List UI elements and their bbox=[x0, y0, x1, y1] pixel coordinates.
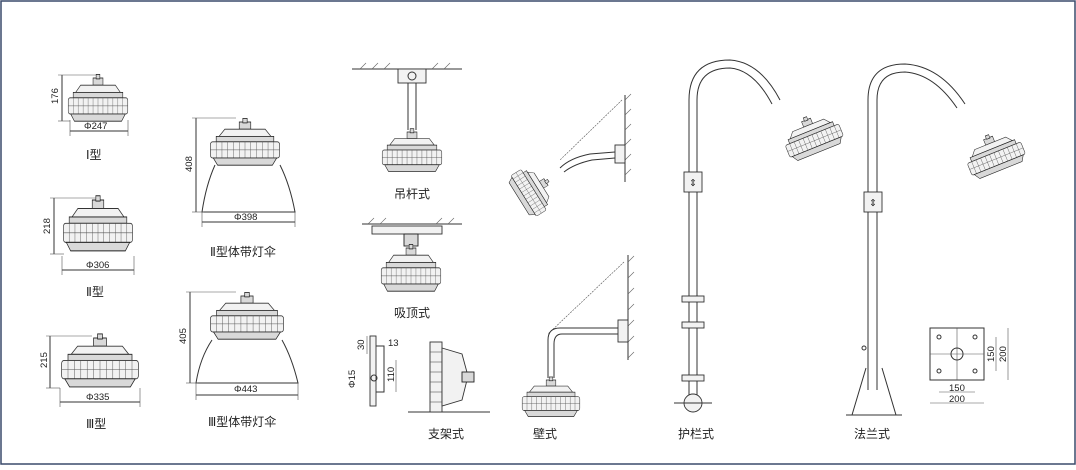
type1-diameter: Φ247 bbox=[84, 121, 107, 132]
guardrail-caption: 护栏式 bbox=[678, 426, 714, 441]
figure-ceiling: 吸顶式 bbox=[362, 217, 462, 320]
flange-base bbox=[851, 367, 897, 416]
figure-pendant: 吊杆式 bbox=[352, 62, 462, 201]
ceiling-caption: 吸顶式 bbox=[394, 306, 430, 320]
lamp-shade2-drawing bbox=[210, 117, 280, 166]
shade2-caption: Ⅱ型体带灯伞 bbox=[210, 244, 276, 259]
type3-diameter: Φ335 bbox=[86, 392, 109, 403]
type2-caption: Ⅱ型 bbox=[86, 285, 104, 299]
pendant-caption: 吊杆式 bbox=[394, 187, 430, 201]
figure-wall-tilted bbox=[506, 93, 632, 220]
figure-guardrail: ⇕ 护栏式 bbox=[674, 59, 846, 441]
figure-shade2: 408 Φ398 Ⅱ型体带灯伞 bbox=[184, 117, 296, 259]
lamp-wall-tilted-drawing bbox=[506, 159, 562, 220]
guardrail-pole bbox=[688, 59, 781, 395]
flange-dim-h2: 200 bbox=[998, 346, 1009, 362]
figure-shade3: 405 Φ443 Ⅲ型体带灯伞 bbox=[178, 291, 299, 429]
figure-type1: 176 Φ247 Ⅰ型 bbox=[50, 73, 129, 162]
lamp-type3-drawing bbox=[61, 333, 139, 388]
lamp-type2-drawing bbox=[62, 195, 134, 252]
flange-dim-w1: 150 bbox=[949, 383, 965, 394]
lamp-pendant-drawing bbox=[381, 128, 443, 172]
bracket-dim-b: 13 bbox=[388, 338, 399, 349]
flange-pole bbox=[867, 63, 966, 390]
shade3-reflector bbox=[195, 339, 299, 384]
wall-caption: 壁式 bbox=[533, 426, 557, 441]
type2-height: 218 bbox=[42, 218, 53, 234]
svg-text:⇕: ⇕ bbox=[689, 178, 697, 189]
lamp-shade3-drawing bbox=[210, 291, 284, 340]
type1-height: 176 bbox=[50, 88, 61, 104]
shade3-height: 405 bbox=[178, 328, 189, 344]
bracket-dim-c: Φ15 bbox=[347, 370, 358, 388]
type3-caption: Ⅲ型 bbox=[86, 417, 106, 431]
flange-dim-w2: 200 bbox=[949, 394, 965, 405]
shade2-reflector bbox=[201, 164, 296, 213]
type1-caption: Ⅰ型 bbox=[86, 148, 102, 162]
svg-text:⇕: ⇕ bbox=[869, 198, 877, 209]
flange-caption: 法兰式 bbox=[854, 427, 890, 441]
type3-height: 215 bbox=[39, 352, 50, 368]
lamp-type1-drawing bbox=[67, 73, 129, 122]
type2-diameter: Φ306 bbox=[86, 260, 109, 271]
bracket-dim-d: 110 bbox=[386, 367, 397, 382]
shade3-caption: Ⅲ型体带灯伞 bbox=[208, 414, 276, 429]
figure-flange: ⇕ 150 200 150 200 法兰式 bbox=[846, 63, 1028, 441]
figure-type2: 218 Φ306 Ⅱ型 bbox=[42, 195, 135, 299]
shade3-diameter: Φ443 bbox=[234, 384, 257, 395]
flange-dim-h1: 150 bbox=[986, 346, 997, 362]
bracket-dim-a: 30 bbox=[356, 339, 367, 350]
bracket-caption: 支架式 bbox=[428, 427, 464, 441]
lamp-guardrail-drawing bbox=[777, 106, 846, 164]
figure-type3: 215 Φ335 Ⅲ型 bbox=[39, 333, 141, 431]
lamp-ceiling-drawing bbox=[380, 243, 442, 292]
lamp-wall-drawing bbox=[521, 376, 581, 417]
lamp-flange-drawing bbox=[959, 124, 1028, 182]
figure-bracket: 30 13 Φ15 110 支架式 bbox=[347, 335, 490, 441]
shade2-height: 408 bbox=[184, 156, 195, 172]
shade2-diameter: Φ398 bbox=[234, 212, 257, 223]
figure-wall: 壁式 bbox=[521, 255, 635, 441]
